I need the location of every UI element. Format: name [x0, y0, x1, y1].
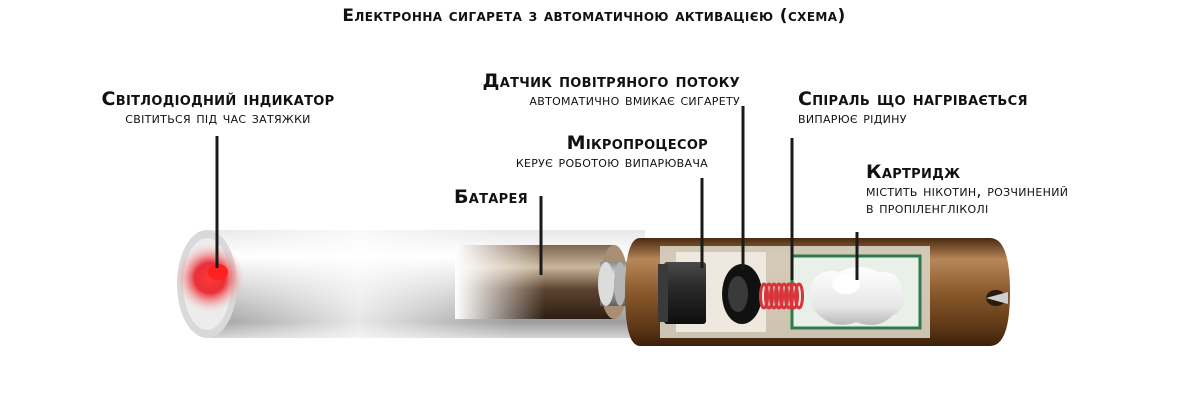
coil-loop	[774, 282, 784, 310]
label-cartridge-sub1: містить нікотин, розчинений	[866, 180, 1069, 200]
label-led-title: Світлодіодний індикатор	[101, 88, 335, 110]
label-led-sub: світиться під час затяжки	[125, 107, 311, 127]
label-cpu-title: Мікропроцесор	[566, 132, 708, 154]
coil-loop	[769, 282, 779, 310]
coil-loop	[759, 282, 769, 310]
label-cartridge: Картридж містить нікотин, розчинений в п…	[866, 161, 1166, 217]
cartridge-wick	[810, 267, 905, 325]
label-battery: Батарея	[420, 186, 528, 208]
leader-lines	[215, 106, 859, 280]
label-led: Світлодіодний індикатор світиться під ча…	[78, 88, 358, 127]
label-battery-title: Батарея	[454, 186, 528, 208]
label-sensor: Датчик повітряного потоку автоматично вм…	[420, 70, 740, 109]
airflow-sensor	[722, 264, 762, 324]
label-coil-title: Спіраль що нагрівається	[798, 88, 1028, 110]
label-coil: Спіраль що нагрівається випарює рідину	[798, 88, 1058, 127]
coil-loop	[794, 282, 804, 310]
coil-loop	[789, 282, 799, 310]
label-cartridge-title: Картридж	[866, 161, 961, 183]
microprocessor	[658, 262, 706, 324]
diagram-title: Електронна сигарета з автоматичною актив…	[342, 6, 846, 26]
label-sensor-title: Датчик повітряного потоку	[482, 70, 740, 92]
label-cpu-sub: керує роботою випарювача	[515, 151, 708, 171]
coil-loop	[764, 282, 774, 310]
label-sensor-sub: автоматично вмикає сигарету	[529, 89, 740, 109]
coil-loop	[784, 282, 794, 310]
label-cpu: Мікропроцесор керує роботою випарювача	[420, 132, 708, 171]
label-cartridge-sub2: в пропіленгліколі	[866, 197, 989, 217]
label-coil-sub: випарює рідину	[798, 107, 907, 127]
heating-coil	[759, 282, 804, 310]
coil-loop	[779, 282, 789, 310]
led-indicator	[176, 244, 244, 312]
